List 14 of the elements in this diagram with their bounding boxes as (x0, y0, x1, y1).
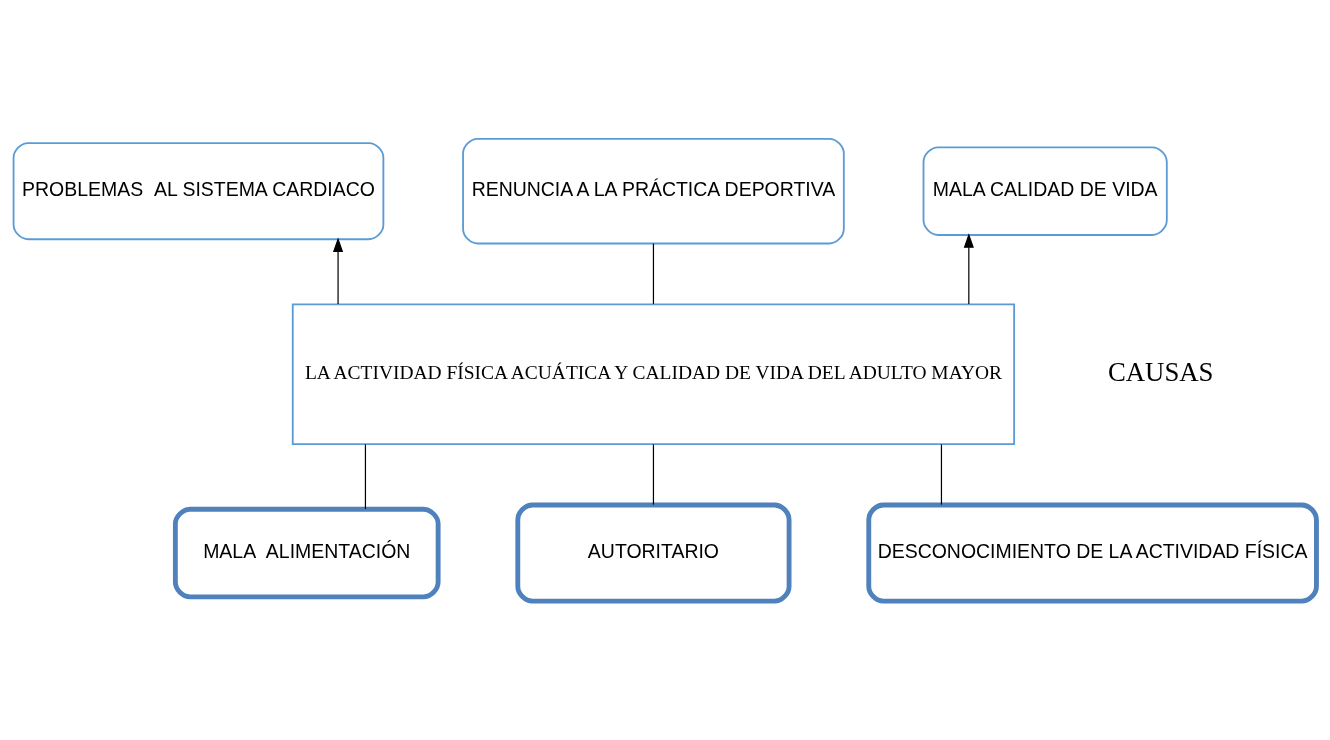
arrow (963, 233, 974, 305)
connector (940, 443, 943, 506)
node-box: LA ACTIVIDAD FÍSICA ACUÁTICA Y CALIDAD DE VIDA DEL ADULTO MAYOR (291, 303, 1016, 446)
node-box: AUTORITARIO (515, 502, 792, 604)
node-box: PROBLEMAS AL SISTEMA CARDIACO (12, 142, 385, 241)
connector (652, 243, 655, 305)
connector (364, 443, 367, 510)
connector (652, 443, 655, 506)
node-box: DESCONOCIMIENTO DE LA ACTIVIDAD FÍSICA (866, 502, 1319, 604)
arrow (332, 237, 344, 305)
node-box: RENUNCIA A LA PRÁCTICA DEPORTIVA (462, 137, 845, 245)
node-box: MALA ALIMENTACIÓN (172, 506, 441, 600)
label: CAUSAS (1107, 357, 1214, 388)
node-box: MALA CALIDAD DE VIDA (922, 146, 1168, 236)
